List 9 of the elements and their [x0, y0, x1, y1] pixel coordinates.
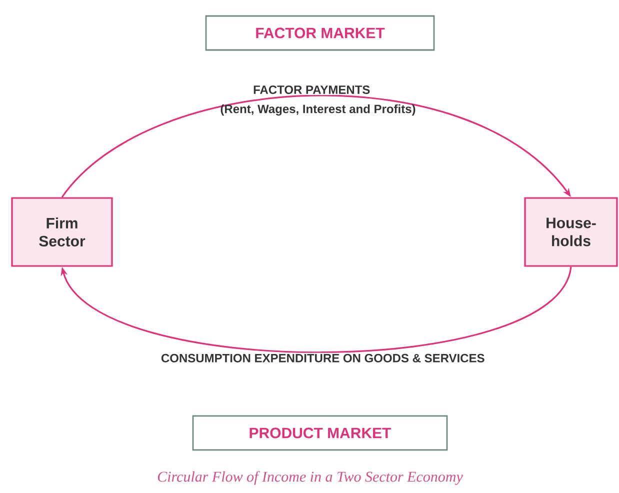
edge-label: FACTOR PAYMENTS [254, 85, 370, 94]
arrow [61, 94, 571, 198]
edge-label: CONSUMPTION EXPENDITURE ON GOODS & SERVICES [161, 354, 484, 362]
note-label: (Rent, Wages, Interest and Profits) [220, 104, 416, 116]
market-box: FACTOR MARKET [205, 15, 435, 51]
sector-box: House- holds [524, 197, 618, 267]
caption: Circular Flow of Income in a Two Sector Economy [158, 471, 463, 485]
sector-box: Firm Sector [11, 197, 113, 267]
market-box: PRODUCT MARKET [192, 415, 448, 451]
